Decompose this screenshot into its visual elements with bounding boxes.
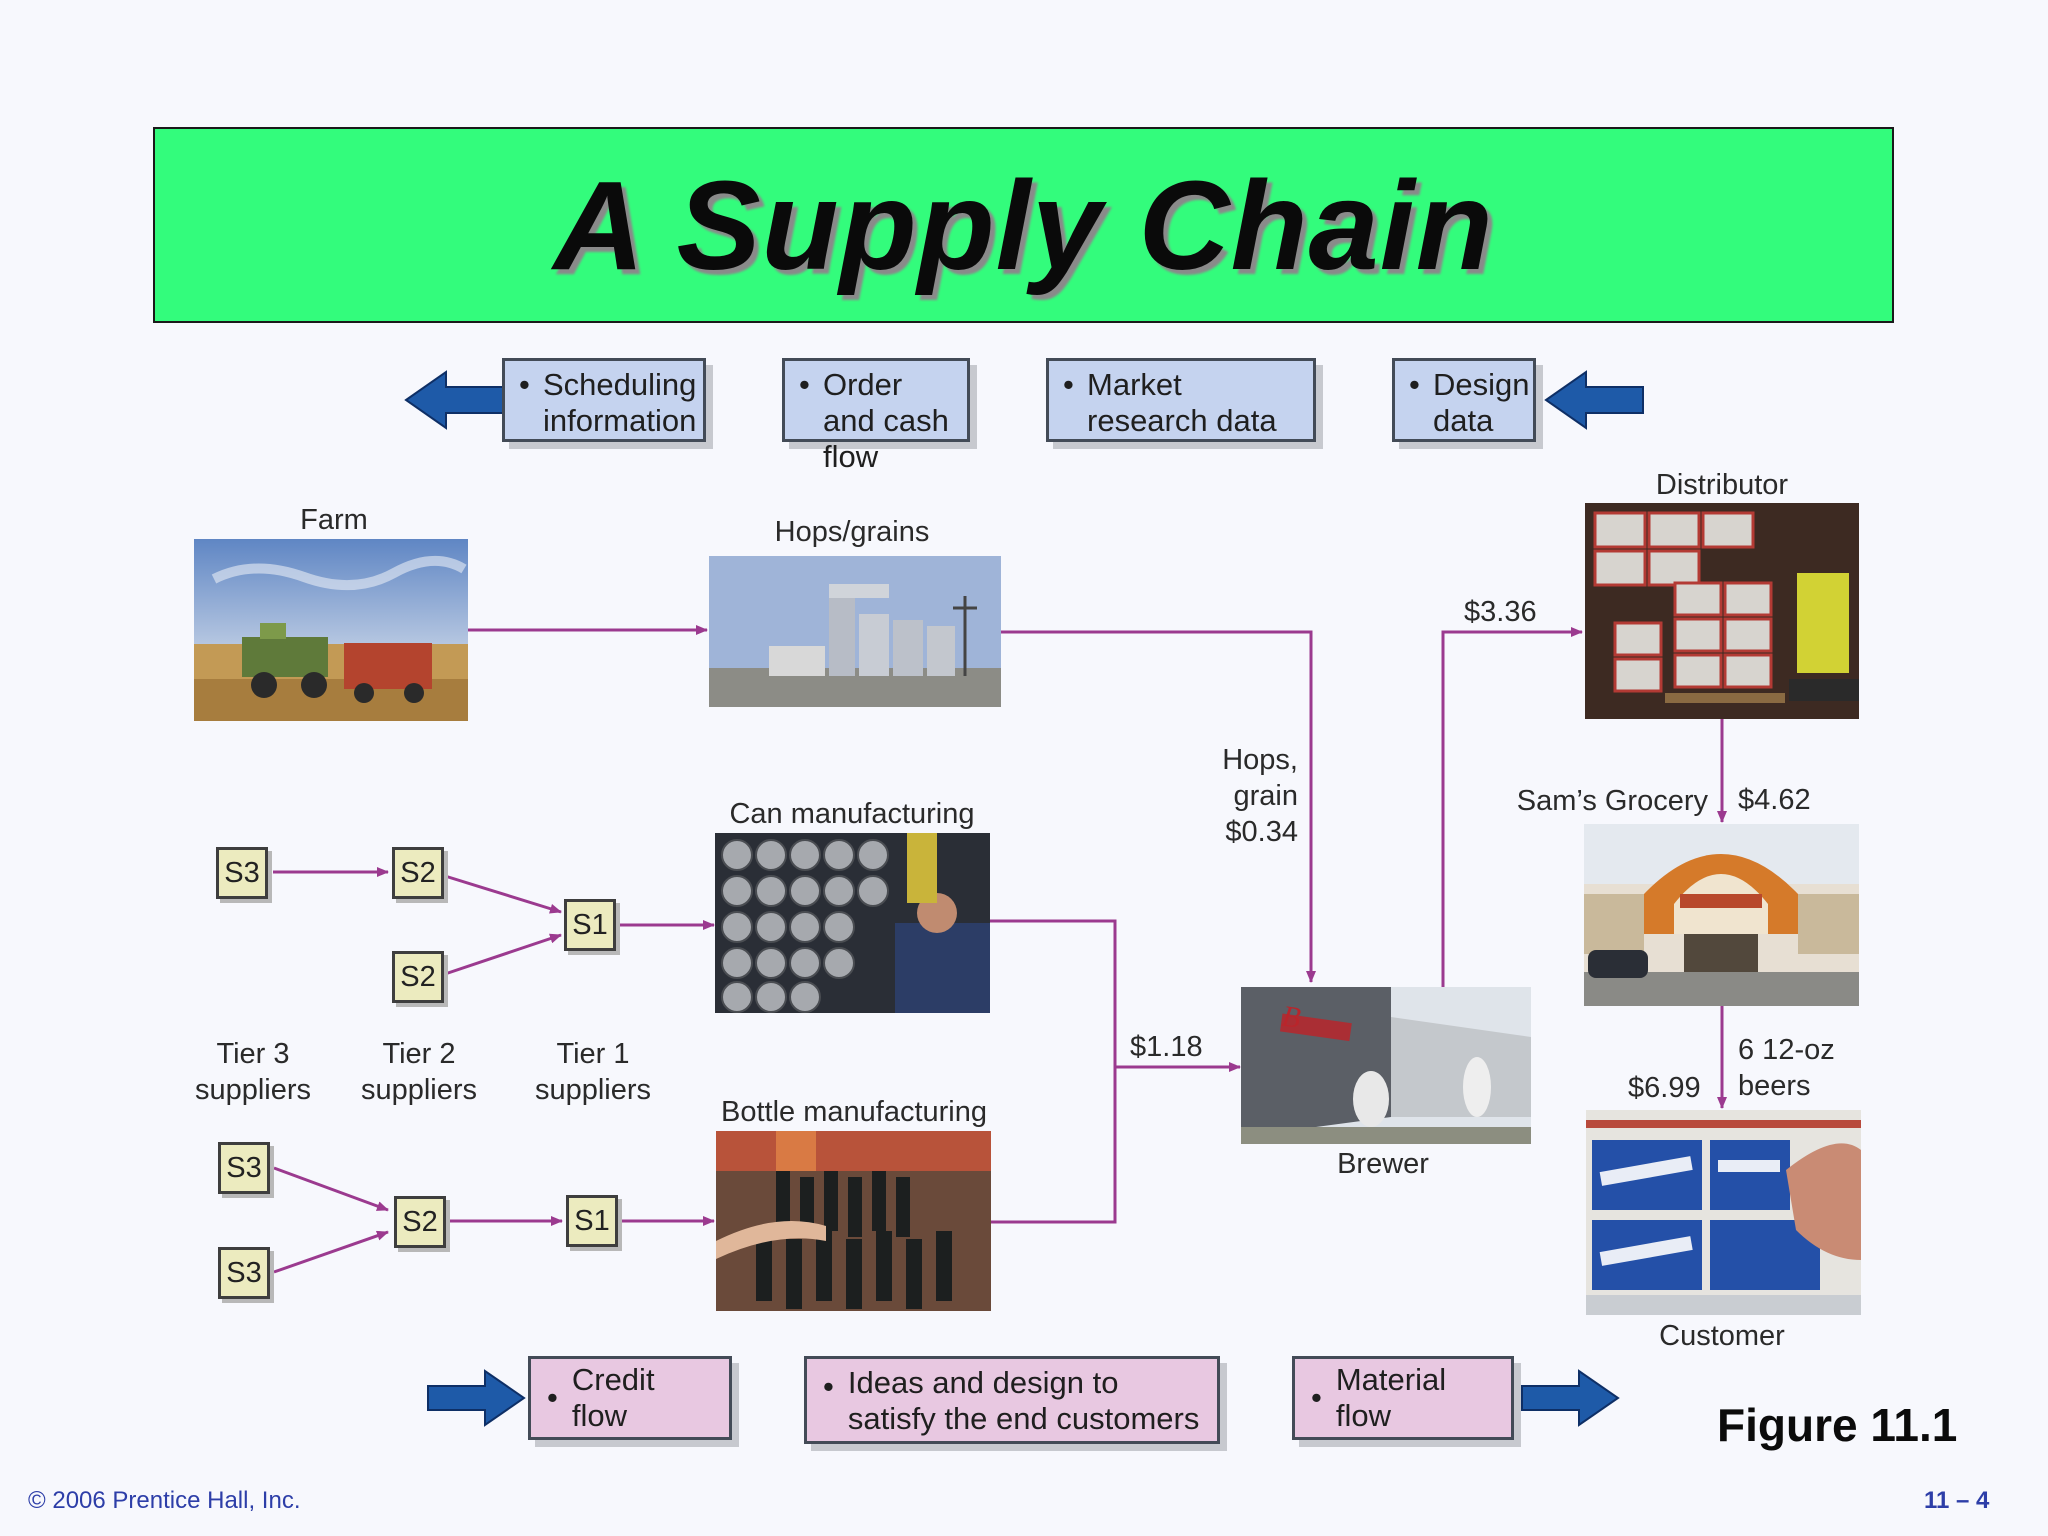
bullet: • [519, 367, 530, 402]
tier3-label: Tier 3 suppliers [178, 1036, 328, 1108]
ideas-design-box: • Ideas and design to satisfy the end cu… [804, 1356, 1220, 1444]
hops-grains-label: Hops/grains [774, 516, 930, 548]
credit-flow-arrow [427, 1369, 526, 1427]
sams-grocery-label: Sam’s Grocery [1516, 785, 1708, 817]
order-cash-flow-box: • Order and cash flow [782, 358, 970, 474]
customer-label: Customer [1659, 1320, 1785, 1352]
can-manufacturing-label: Can manufacturing [729, 798, 975, 830]
market-research-box: • Market research data [1046, 358, 1316, 442]
hops-grain-line-3: $0.34 [1225, 816, 1298, 848]
bottle-manufacturing-label: Bottle manufacturing [721, 1096, 987, 1128]
tier3-line-1: Tier 3 [216, 1038, 290, 1070]
customer-qty-line-2: beers [1738, 1070, 1811, 1102]
supplier-s2-bottom: S2 [394, 1196, 446, 1248]
tier1-line-1: Tier 1 [556, 1038, 630, 1070]
arrow-brewer-to-distributor [1441, 627, 1583, 987]
ideas-design-label: Ideas and design to satisfy the end cust… [847, 1365, 1200, 1436]
arrow-s2-to-s1-top [444, 874, 562, 914]
tier2-line-1: Tier 2 [382, 1038, 456, 1070]
tier2-line-2: suppliers [360, 1074, 478, 1106]
design-data-label: Design data [1433, 367, 1530, 438]
sams-grocery-photo [1584, 824, 1859, 1006]
info-flow-right-arrow [1544, 370, 1644, 430]
bullet: • [1063, 367, 1074, 402]
bullet: • [547, 1380, 558, 1415]
bullet: • [1311, 1380, 1322, 1415]
brewer-label: Brewer [1337, 1148, 1429, 1180]
bullet: • [799, 367, 810, 402]
containers-price-label: $1.18 [1130, 1031, 1203, 1063]
customer-photo [1586, 1110, 1861, 1315]
tier3-line-2: suppliers [194, 1074, 312, 1106]
hops-grain-line-2: grain [1233, 780, 1299, 812]
material-flow-label: Material flow [1335, 1362, 1447, 1433]
scheduling-info-label: Scheduling information [543, 367, 697, 438]
market-research-label: Market research data [1087, 367, 1277, 438]
line-can-to-brewer [990, 919, 1117, 1224]
supplier-s3-top: S3 [216, 847, 268, 899]
credit-flow-label: Credit flow [571, 1362, 655, 1433]
tier2-label: Tier 2 suppliers [344, 1036, 494, 1108]
supplier-s2-top-a: S2 [392, 847, 444, 899]
arrow-s2b-to-s1-top [444, 933, 562, 976]
credit-flow-box: • Credit flow [528, 1356, 732, 1440]
can-manufacturing-photo [715, 833, 990, 1013]
figure-label: Figure 11.1 [1717, 1399, 1958, 1451]
tier1-label: Tier 1 suppliers [518, 1036, 668, 1108]
slide-title: A Supply Chain [553, 154, 1494, 296]
scheduling-info-box: • Scheduling information [502, 358, 706, 442]
page-number: 11 – 4 [1924, 1487, 1990, 1514]
arrow-s3-to-s2-bottom [273, 1166, 389, 1212]
hops-grain-price-label: Hops, grain $0.34 [1170, 742, 1298, 850]
distributor-label: Distributor [1655, 469, 1789, 501]
brewer-photo: B [1241, 987, 1531, 1144]
material-flow-arrow [1521, 1369, 1620, 1427]
design-data-box: • Design data [1392, 358, 1536, 442]
info-flow-left-arrow [404, 370, 504, 430]
hops-grains-photo [709, 556, 1001, 707]
bullet: • [823, 1369, 834, 1404]
material-flow-box: • Material flow [1292, 1356, 1514, 1440]
distributor-photo [1585, 503, 1859, 719]
order-cash-flow-label: Order and cash flow [823, 367, 949, 474]
supplier-s1-top: S1 [564, 899, 616, 951]
farm-label: Farm [300, 504, 368, 536]
arrow-s3b-to-s2-bottom [273, 1230, 389, 1274]
bullet: • [1409, 367, 1420, 402]
grocery-price-label: $4.62 [1738, 784, 1811, 816]
supplier-s2-top-b: S2 [392, 951, 444, 1003]
supplier-s3-bottom-a: S3 [218, 1142, 270, 1194]
copyright-footer: © 2006 Prentice Hall, Inc. [28, 1487, 301, 1514]
customer-qty-line-1: 6 12-oz [1738, 1034, 1835, 1066]
customer-price-label: $6.99 [1628, 1072, 1701, 1104]
supplier-s3-bottom-b: S3 [218, 1247, 270, 1299]
distributor-price-label: $3.36 [1464, 596, 1537, 628]
supplier-s1-bottom: S1 [566, 1195, 618, 1247]
tier1-line-2: suppliers [534, 1074, 652, 1106]
farm-photo [194, 539, 468, 721]
arrow-hops-to-brewer [1001, 630, 1316, 983]
title-banner: A Supply Chain [153, 127, 1894, 323]
hops-grain-line-1: Hops, [1222, 744, 1298, 776]
bottle-manufacturing-photo [716, 1131, 991, 1311]
customer-qty-label: 6 12-oz beers [1738, 1032, 1835, 1104]
